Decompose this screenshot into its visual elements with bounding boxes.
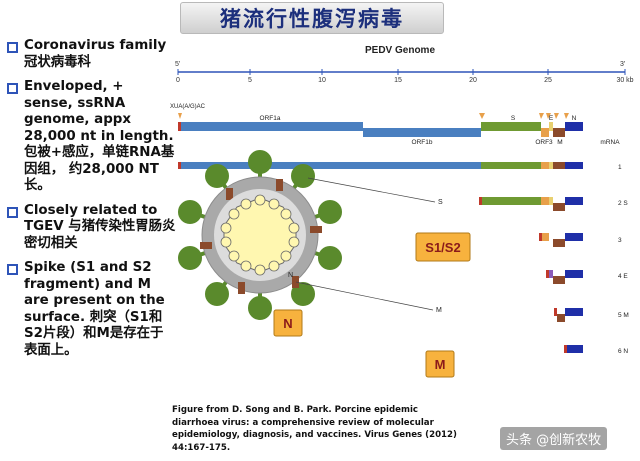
scale-tick-label: 30 kb [616, 77, 633, 84]
bullet-item: Spike (S1 and S2 fragment) and M are pre… [6, 260, 176, 359]
nucleocapsid-beads [220, 194, 300, 276]
bullet-list: Coronavirus family 冠状病毒科 Enveloped, + se… [6, 38, 176, 367]
n-label-box: N [273, 309, 303, 337]
slide-title: 猪流行性腹泻病毒 [220, 7, 404, 31]
orf1b-label: ORF1b [412, 139, 433, 146]
orf1b-bar [363, 128, 481, 137]
scale-tick-label: 15 [394, 77, 402, 84]
n-gene-bar [565, 122, 583, 131]
pedv-figure: PEDV Genome 5' 3' 0 5 10 15 20 25 30 kb … [170, 45, 634, 378]
scale-tick-label: 25 [544, 77, 552, 84]
mrna-1: 1 [178, 162, 622, 171]
watermark: 头条 @创新农牧 [500, 427, 608, 450]
n-box-label: N [283, 316, 292, 331]
checkbox-bullet-icon [7, 206, 18, 218]
scale-ticks [177, 69, 626, 75]
mrna-5: 5 M [554, 308, 629, 322]
mrna-label: 5 M [618, 312, 629, 319]
figure-caption: Figure from D. Song and B. Park. Porcine… [172, 405, 457, 453]
virion-n-label: N [288, 272, 293, 279]
scale-tick-label: 20 [469, 77, 477, 84]
title-banner: 猪流行性腹泻病毒 [180, 2, 444, 34]
bullet-item: Coronavirus family 冠状病毒科 [6, 38, 176, 71]
mrna-label: 4 E [618, 273, 628, 280]
e-gene-label: E [549, 115, 554, 122]
m-pointer-line [295, 281, 434, 311]
bullet-text: Spike (S1 and S2 fragment) and M are pre… [24, 260, 165, 358]
m-box-label: M [435, 357, 446, 372]
s-pointer-line [307, 177, 436, 203]
genome-title: PEDV Genome [365, 45, 435, 56]
bullet-text: Coronavirus family 冠状病毒科 [24, 38, 167, 70]
orf3-label: ORF3 [535, 139, 553, 146]
bullet-text: Enveloped, + sense, ssRNA genome, appx 2… [24, 79, 175, 193]
bullet-item: Closely related to TGEV 与猪传染性胃肠炎密切相关 [6, 203, 176, 253]
virion-s-label: S [438, 199, 443, 206]
mrna-header: mRNA [600, 139, 620, 146]
mrna-label: 3 [618, 237, 622, 244]
checkbox-bullet-icon [7, 83, 18, 94]
three-prime-label: 3' [620, 61, 625, 68]
s-gene-label: S [511, 115, 516, 122]
orf3-bar [541, 128, 549, 137]
scale-tick-label: 0 [176, 77, 180, 84]
m-label-box: M [425, 350, 455, 378]
leader-sequence-label: XUA(A/G)AC [170, 104, 206, 110]
bullet-text: Closely related to TGEV 与猪传染性胃肠炎密切相关 [24, 202, 176, 251]
bullet-item: Enveloped, + sense, ssRNA genome, appx 2… [6, 79, 176, 195]
checkbox-bullet-icon [7, 264, 18, 275]
five-prime-label: 5' [175, 61, 180, 68]
mrna-2: 2 S [479, 197, 628, 211]
n-gene-label: N [572, 115, 577, 122]
trs-markers [178, 113, 569, 119]
orf1a-label: ORF1a [260, 115, 281, 122]
scale-tick-label: 5 [248, 77, 252, 84]
virion-m-label: M [436, 307, 442, 314]
virion-illustration [178, 150, 342, 320]
mrna-label: 6 N [618, 348, 628, 355]
s1s2-label: S1/S2 [425, 240, 460, 255]
s-gene-bar [481, 122, 541, 131]
mrna-4: 4 E [546, 270, 628, 284]
m-gene-label: M [557, 139, 562, 146]
mrna-label: 2 S [618, 200, 628, 207]
membrane-proteins [200, 179, 322, 294]
mrna-label: 1 [618, 164, 622, 171]
mrna-3: 3 [539, 233, 622, 247]
checkbox-bullet-icon [7, 42, 18, 53]
e-gene-bar [549, 122, 553, 131]
m-gene-bar [553, 128, 565, 137]
mrna-6: 6 N [564, 345, 628, 355]
leader-marker [178, 122, 181, 131]
scale-tick-label: 10 [318, 77, 326, 84]
s1s2-label-box: S1/S2 [415, 232, 471, 262]
orf1a-bar [178, 122, 363, 131]
